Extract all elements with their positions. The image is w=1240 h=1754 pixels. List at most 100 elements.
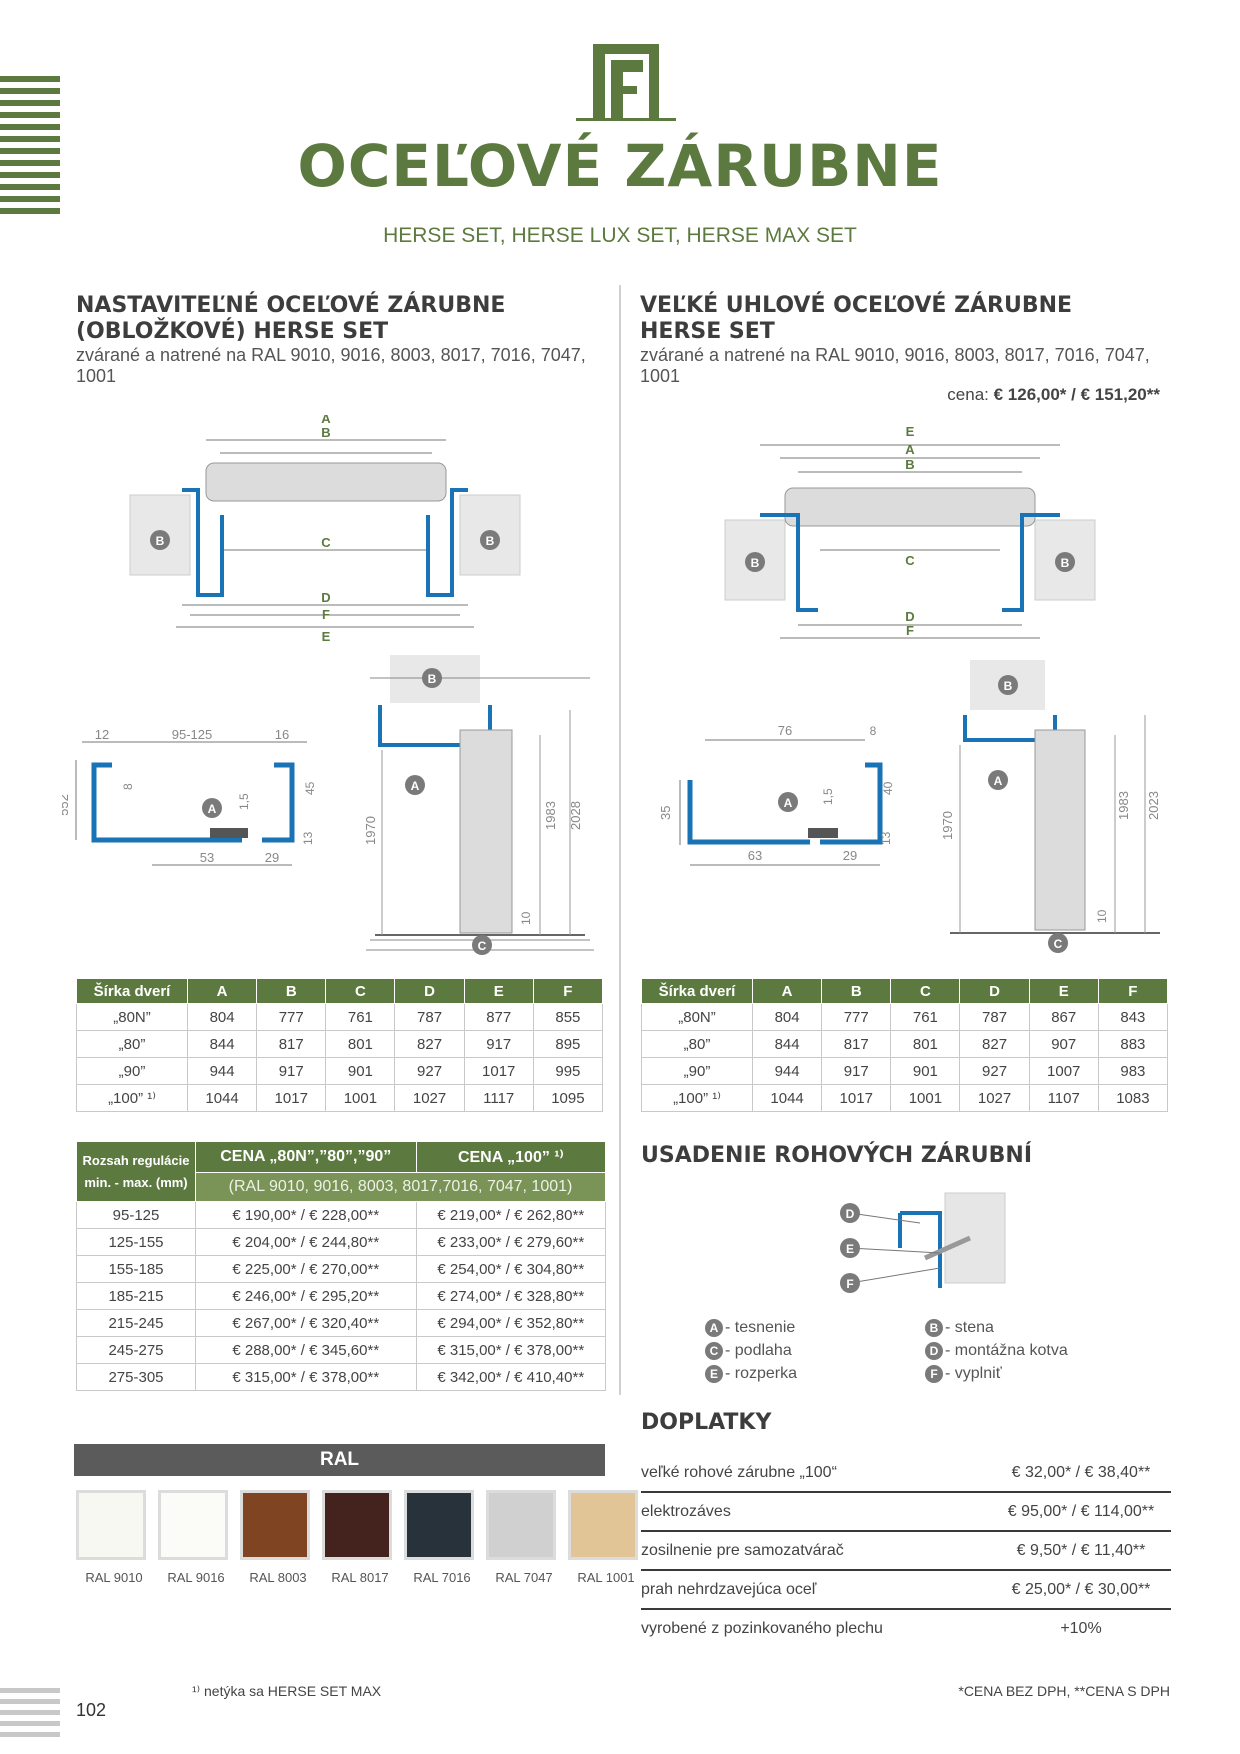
price-header-row: Rozsah regulácie min. - max. (mm) CENA „…	[76, 1141, 607, 1202]
table-cell: 125-155	[76, 1228, 196, 1256]
surcharge-row: zosilnenie pre samozatvárač € 9,50* / € 1…	[641, 1532, 1171, 1571]
table-cell: 761	[325, 1003, 396, 1031]
table-row: „80N” 804 777 761 787 867 843	[641, 1003, 1169, 1031]
col-header: C	[890, 978, 961, 1004]
swatch-color	[322, 1490, 392, 1560]
legend-key: D	[925, 1341, 943, 1360]
legend-text: tesnenie	[734, 1319, 796, 1336]
col-header: B	[821, 978, 892, 1004]
table-row: „90” 944 917 901 927 1007 983	[641, 1057, 1169, 1085]
col-header: C	[325, 978, 396, 1004]
legend-text: vyplniť	[954, 1365, 1002, 1382]
table-cell: 245-275	[76, 1336, 196, 1364]
dim-label-b: B	[905, 457, 914, 472]
swatch-ral-8003: RAL 8003	[240, 1490, 316, 1585]
table-cell: 275-305	[76, 1363, 196, 1391]
table-cell: € 233,00* / € 279,60**	[415, 1228, 607, 1256]
left-heading-2: (OBLOŽKOVÉ) HERSE SET	[76, 319, 389, 344]
swatch-ral-8017: RAL 8017	[322, 1490, 398, 1585]
dim-35: 35	[660, 806, 673, 820]
legend-key: E	[705, 1364, 723, 1383]
col-header: E	[463, 978, 534, 1004]
col-header: D	[959, 978, 1030, 1004]
legend-item: F- vyplniť	[925, 1362, 1068, 1385]
swatch-label: RAL 7016	[413, 1570, 471, 1585]
dim-1983: 1983	[1116, 791, 1131, 820]
range-header-line1: Rozsah regulácie	[82, 1152, 190, 1168]
dim-label-e: E	[906, 424, 915, 439]
price-note: *CENA BEZ DPH, **CENA S DPH	[958, 1683, 1170, 1699]
swatch-label: RAL 8003	[249, 1570, 307, 1585]
table-cell: 787	[394, 1003, 465, 1031]
table-cell: € 315,00* / € 378,00**	[195, 1363, 417, 1391]
surcharge-row: elektrozáves€ 95,00* / € 114,00**	[641, 1493, 1171, 1532]
table-cell: 1083	[1097, 1084, 1169, 1112]
label-d: D	[846, 1207, 855, 1221]
col-header: A	[186, 978, 258, 1004]
page-number: 102	[76, 1700, 107, 1720]
table-row: „100” ¹⁾ 1044 1017 1001 1027 1107 1083	[641, 1084, 1169, 1112]
table-cell: 95-125	[76, 1201, 196, 1229]
col-header: A	[751, 978, 823, 1004]
table-cell: „80N”	[76, 1003, 188, 1031]
table-cell: 1007	[1028, 1057, 1099, 1085]
legend-item: C- podlaha	[705, 1339, 797, 1362]
table-cell: € 225,00* / € 270,00**	[195, 1255, 417, 1283]
surcharge-row: vyrobené z pozinkovaného plechu+10%	[641, 1610, 1171, 1647]
swatch-ral-7016: RAL 7016	[404, 1490, 480, 1585]
table-cell: 844	[751, 1030, 823, 1058]
right-dimension-table: Šírka dverí A B C D E F „80N” 804 777 76…	[641, 978, 1169, 1112]
table-row: „80” 844 817 801 827 907 883	[641, 1030, 1169, 1058]
table-cell: 927	[959, 1057, 1030, 1085]
table-row: 245-275€ 288,00* / € 345,60**€ 315,00* /…	[76, 1336, 607, 1364]
price-header-100: CENA „100” ¹⁾	[415, 1141, 607, 1173]
table-row: 275-305€ 315,00* / € 378,00**€ 342,00* /…	[76, 1363, 607, 1391]
dim-1970: 1970	[940, 811, 955, 840]
surcharge-label: zosilnenie pre samozatvárač	[641, 1541, 844, 1559]
surcharge-price: € 9,50* / € 11,40**	[1016, 1541, 1146, 1559]
dim-1983: 1983	[543, 801, 558, 830]
install-diagram: D E F	[840, 1192, 1006, 1293]
swatch-label: RAL 7047	[495, 1570, 553, 1585]
wall-label-b-left: B	[156, 534, 165, 548]
table-cell: 761	[890, 1003, 961, 1031]
range-header-line2: min. - max. (mm)	[84, 1174, 188, 1190]
table-cell: € 342,00* / € 410,40**	[415, 1363, 607, 1391]
table-cell: 817	[256, 1030, 327, 1058]
table-row: 155-185€ 225,00* / € 270,00**€ 254,00* /…	[76, 1255, 607, 1283]
legend-text: rozperka	[734, 1365, 798, 1382]
dim-10: 10	[519, 911, 533, 925]
legend-right: B- stena D- montážna kotva F- vyplniť	[925, 1316, 1068, 1385]
right-section-header: VEĽKÉ UHLOVÉ OCEĽOVÉ ZÁRUBNE HERSE SET z…	[640, 293, 1180, 387]
legend-text: stena	[954, 1319, 994, 1336]
surcharges-list: veľké rohové zárubne „100“€ 32,00* / € 3…	[641, 1454, 1171, 1647]
table-cell: 844	[186, 1030, 258, 1058]
page-title: OCEĽOVÉ ZÁRUBNE	[297, 132, 943, 200]
surcharge-label: elektrozáves	[641, 1502, 731, 1520]
dim-label-b: B	[321, 425, 330, 440]
swatch-ral-9010: RAL 9010	[76, 1490, 152, 1585]
legend-key: F	[925, 1364, 943, 1383]
decor-stripes-top	[0, 76, 60, 220]
table-cell: € 274,00* / € 328,80**	[415, 1282, 607, 1310]
table-cell: 883	[1097, 1030, 1169, 1058]
legend-text: montážna kotva	[954, 1342, 1068, 1359]
table-cell: 185-215	[76, 1282, 196, 1310]
door-frame-logo	[576, 44, 676, 121]
table-cell: € 288,00* / € 345,60**	[195, 1336, 417, 1364]
dim-label-a: A	[905, 442, 915, 457]
left-plan-diagram: A B C D F E B B	[129, 415, 521, 644]
table-cell: „80”	[641, 1030, 753, 1058]
swatch-label: RAL 9016	[167, 1570, 225, 1585]
table-cell: 804	[751, 1003, 823, 1031]
dim-label-d: D	[321, 590, 330, 605]
table-cell: 877	[463, 1003, 534, 1031]
swatch-color	[404, 1490, 474, 1560]
col-header: F	[532, 978, 604, 1004]
table-row: „100” ¹⁾ 1044 1017 1001 1027 1117 1095	[76, 1084, 604, 1112]
table-row: 215-245€ 267,00* / € 320,40**€ 294,00* /…	[76, 1309, 607, 1337]
col-header: D	[394, 978, 465, 1004]
table-cell: 944	[751, 1057, 823, 1085]
ral-note: (RAL 9010, 9016, 8003, 8017,7016, 7047, …	[195, 1172, 606, 1202]
label-f: F	[846, 1277, 853, 1291]
